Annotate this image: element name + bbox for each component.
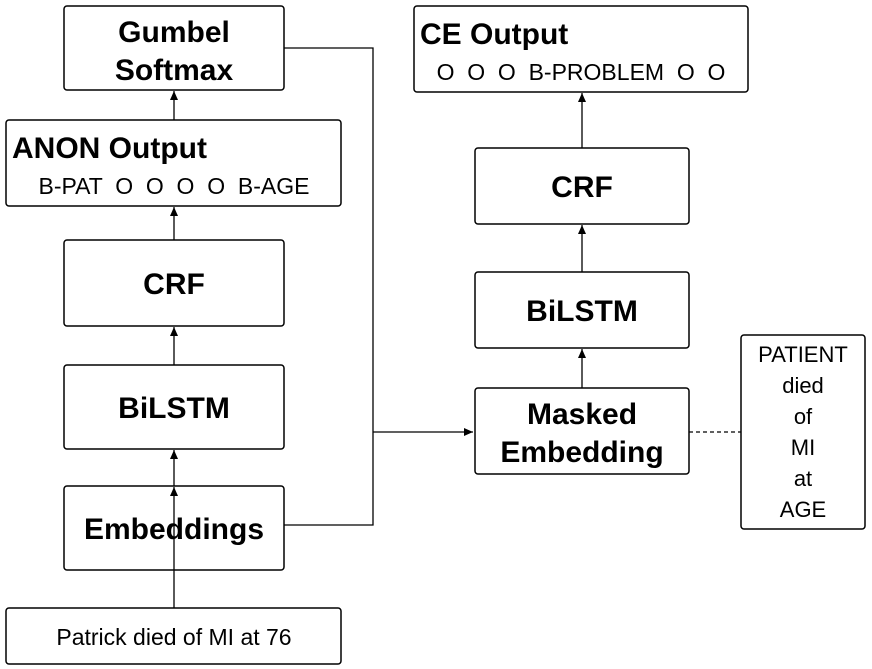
- anon-output-node: ANON Output B-PAT O O O O B-AGE: [5, 119, 342, 207]
- gumbel-softmax-label-line2: Softmax: [115, 54, 234, 87]
- masked-word-1: PATIENT: [758, 342, 848, 367]
- left-bilstm-node: BiLSTM: [63, 364, 285, 450]
- masked-embedding-label-line1: Masked: [527, 398, 637, 431]
- right-bilstm-label: BiLSTM: [526, 295, 638, 328]
- masked-word-5: at: [794, 466, 812, 491]
- ce-output-tags: O O O B-PROBLEM O O: [437, 59, 726, 85]
- left-crf-label: CRF: [143, 268, 205, 301]
- masked-word-6: AGE: [780, 497, 826, 522]
- input-sentence-label: Patrick died of MI at 76: [56, 624, 291, 650]
- masked-sentence-box: [740, 334, 866, 530]
- masked-embedding-node: Masked Embedding: [474, 387, 690, 475]
- masked-word-3: of: [794, 404, 813, 429]
- ce-output-title: CE Output: [420, 18, 568, 51]
- masked-word-2: died: [782, 373, 824, 398]
- left-crf-node: CRF: [63, 239, 285, 327]
- gumbel-softmax-label-line1: Gumbel: [118, 16, 230, 49]
- right-bilstm-node: BiLSTM: [474, 271, 690, 349]
- ce-output-box: [413, 5, 749, 93]
- right-crf-label: CRF: [551, 171, 613, 204]
- anon-output-title: ANON Output: [12, 132, 207, 165]
- input-sentence-node: Patrick died of MI at 76: [5, 607, 342, 665]
- left-bilstm-label: BiLSTM: [118, 392, 230, 425]
- right-crf-node: CRF: [474, 147, 690, 225]
- ce-output-node: CE Output O O O B-PROBLEM O O: [413, 5, 749, 93]
- connector-embeddings-to-masked: [284, 432, 374, 526]
- masked-sentence-node: PATIENT died of MI at AGE: [740, 334, 866, 530]
- masked-embedding-label-line2: Embedding: [500, 436, 663, 469]
- masked-word-4: MI: [791, 435, 815, 460]
- connector-gumbel-to-masked: [284, 47, 374, 432]
- gumbel-softmax-node: Gumbel Softmax: [63, 5, 285, 91]
- anon-output-tags: B-PAT O O O O B-AGE: [39, 173, 310, 199]
